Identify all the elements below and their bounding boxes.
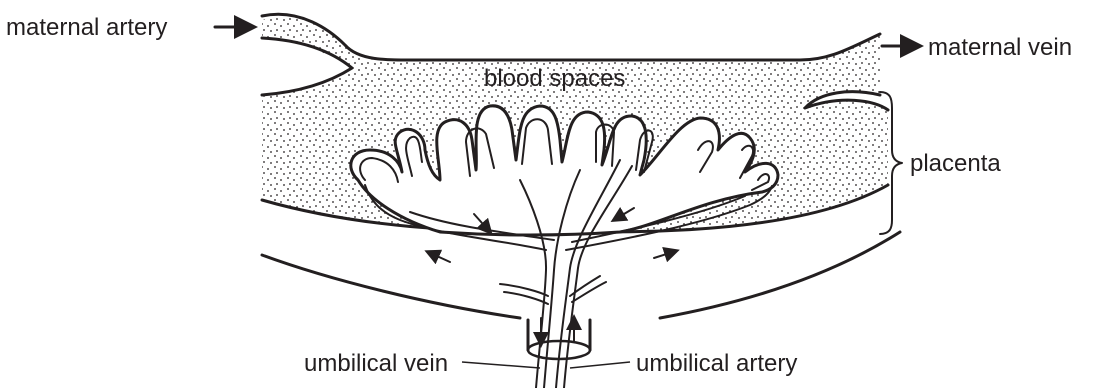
umbilical-artery-leader: [570, 362, 630, 368]
umbilical-vein-label: umbilical vein: [304, 350, 448, 377]
umbilical-artery-label: umbilical artery: [636, 350, 797, 377]
placenta-label: placenta: [910, 150, 1001, 177]
uterine-wall-line: [262, 232, 900, 318]
flow-arrow-right-wall: [654, 251, 676, 258]
blood-spaces-label: blood spaces: [484, 65, 625, 92]
umbilical-cord-ring: [528, 320, 590, 350]
placenta-top-border: [262, 14, 880, 60]
flow-arrow-left-wall: [428, 252, 450, 262]
umbilical-vein-leader: [462, 362, 540, 368]
maternal-vein-label: maternal vein: [928, 34, 1072, 61]
maternal-artery-label: maternal artery: [6, 14, 167, 41]
